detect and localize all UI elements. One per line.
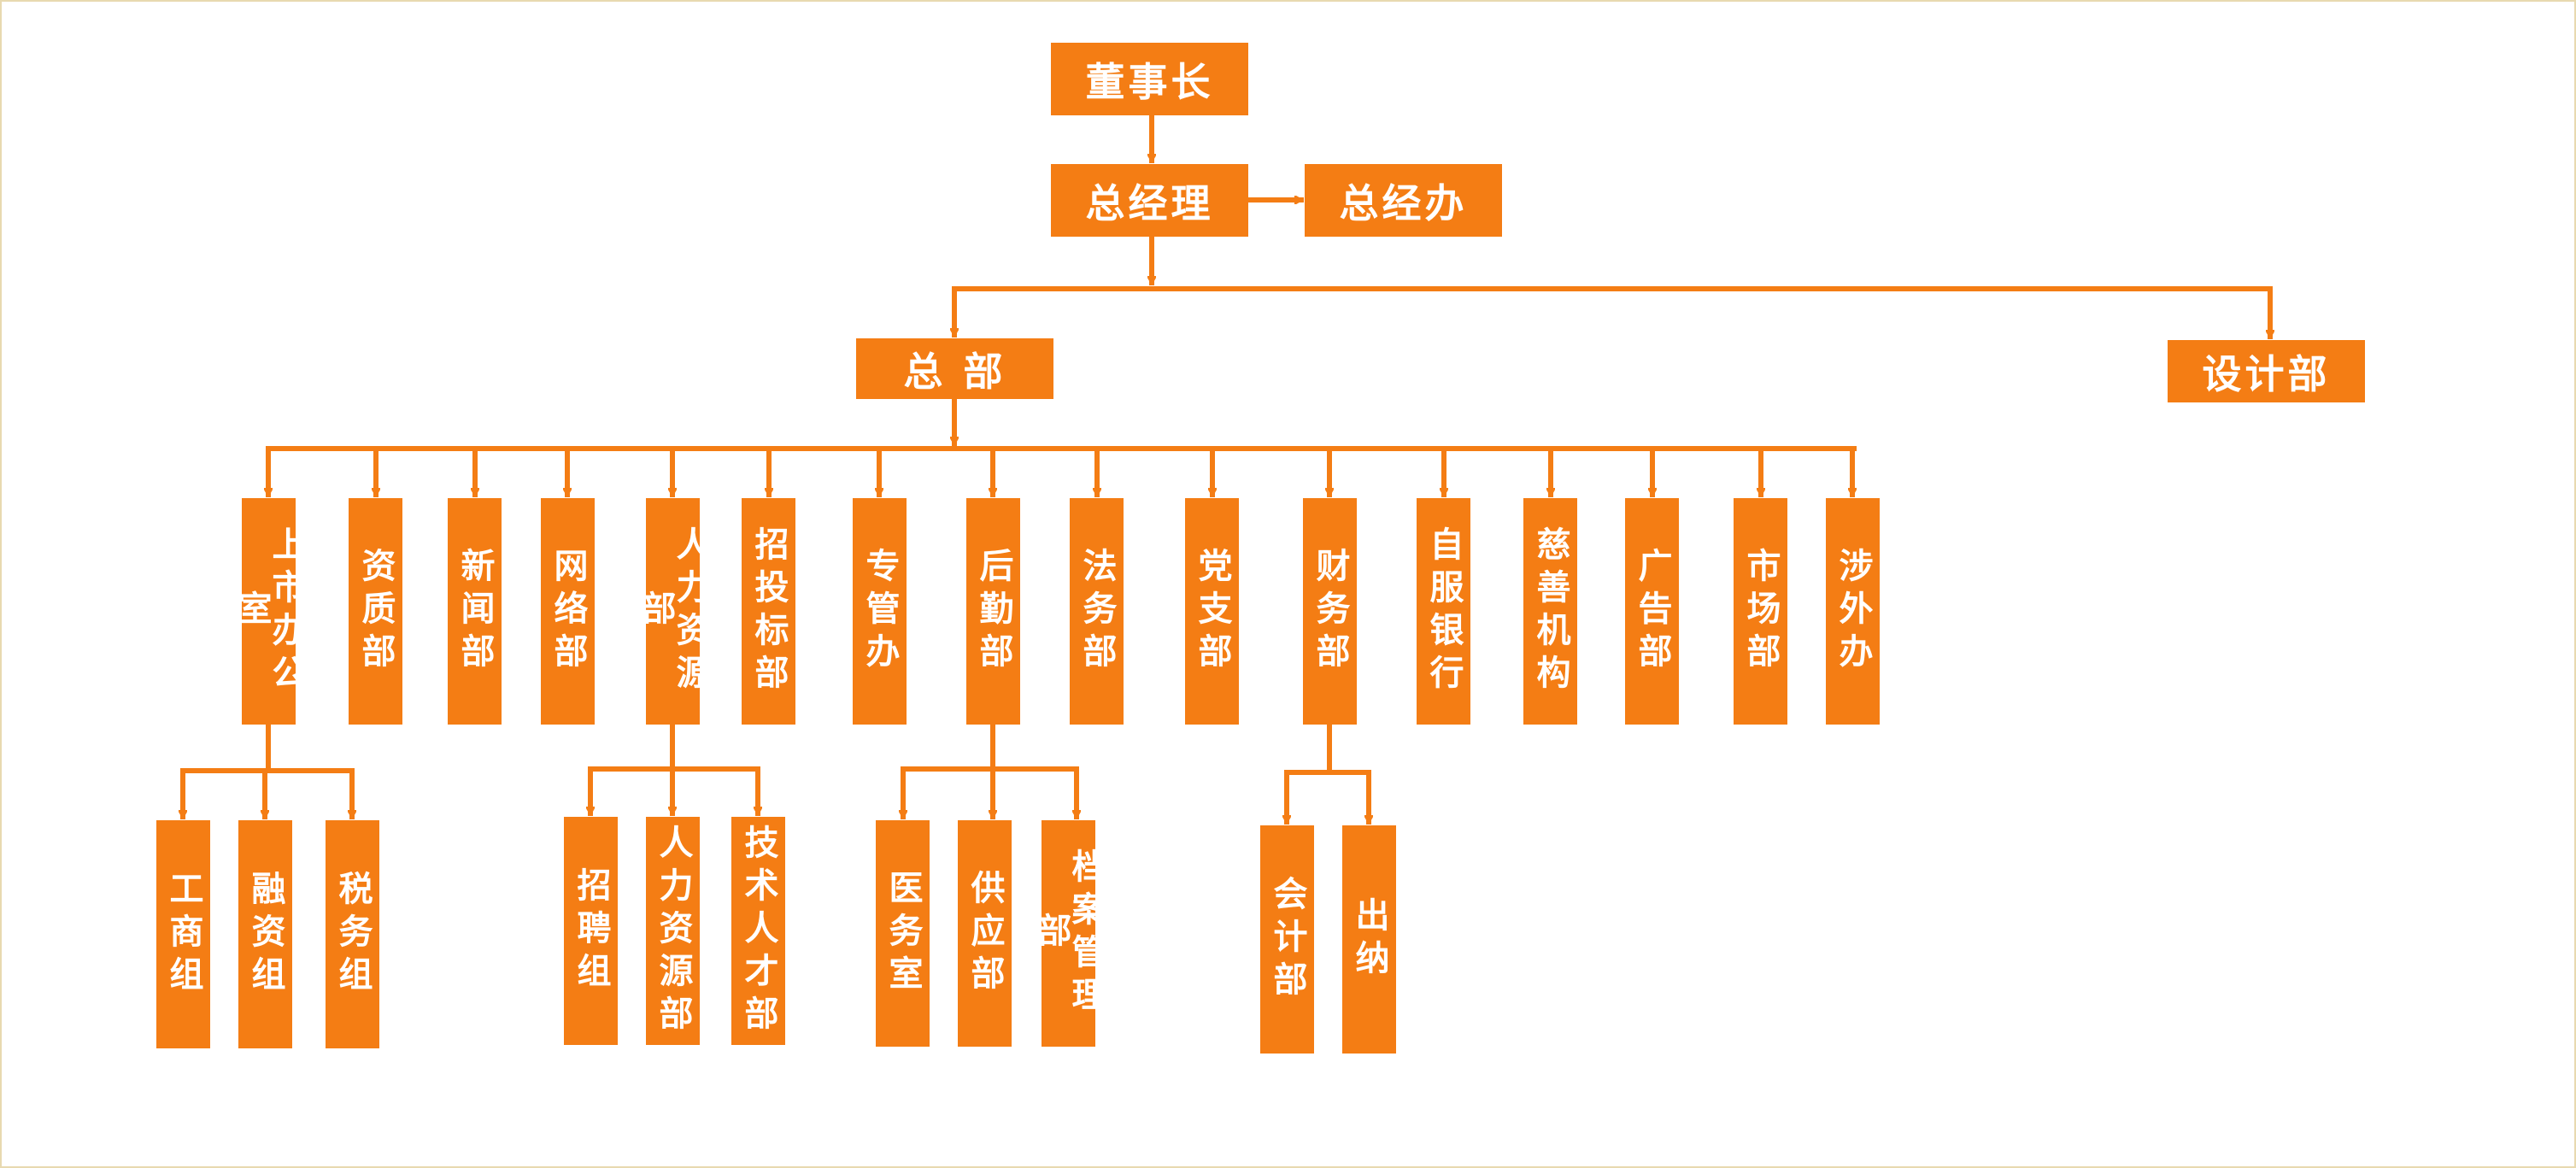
logistics-archives-label: 档案管理部 (1031, 848, 1106, 1019)
dept-market[interactable]: 市场部 (1734, 498, 1787, 725)
hr-technical-talent-label: 技术人才部 (738, 824, 778, 1038)
headquarters-label: 总 部 (903, 348, 1006, 395)
hr-recruitment[interactable]: 招聘组 (564, 817, 618, 1045)
dept-bidding-label: 招投标部 (748, 525, 789, 697)
logistics-archives[interactable]: 档案管理部 (1032, 820, 1106, 1047)
hr-recruitment-label: 招聘组 (571, 866, 611, 995)
dept-special-mgmt[interactable]: 专管办 (853, 498, 907, 725)
team-business-registration[interactable]: 工商组 (156, 820, 210, 1048)
connector-group (183, 113, 2270, 825)
dept-listing-office[interactable]: 上市办公室 (232, 498, 306, 725)
logistics-medical[interactable]: 医务室 (876, 820, 930, 1047)
dept-qualification[interactable]: 资质部 (349, 498, 402, 725)
gm-office-label: 总经办 (1339, 179, 1468, 226)
finance-cashier[interactable]: 出纳 (1342, 825, 1396, 1054)
chairman-box[interactable]: 董事长 (1051, 43, 1248, 115)
general-manager-box[interactable]: 总经理 (1051, 164, 1248, 237)
dept-news[interactable]: 新闻部 (448, 498, 502, 725)
design-dept-box[interactable]: 设计部 (2168, 340, 2365, 402)
dept-advertising-label: 广告部 (1632, 547, 1672, 676)
dept-advertising[interactable]: 广告部 (1625, 498, 1679, 725)
dept-bidding[interactable]: 招投标部 (742, 498, 795, 725)
dept-finance[interactable]: 财务部 (1303, 498, 1357, 725)
dept-qualification-label: 资质部 (355, 547, 396, 676)
dept-legal-label: 法务部 (1077, 547, 1117, 676)
team-financing-label: 融资组 (245, 870, 285, 999)
dept-foreign-affairs[interactable]: 涉外办 (1826, 498, 1880, 725)
chairman-label: 董事长 (1085, 58, 1214, 105)
dept-market-label: 市场部 (1740, 547, 1781, 676)
dept-listing-office-label: 上市办公室 (232, 525, 306, 697)
headquarters-box[interactable]: 总 部 (856, 338, 1053, 399)
dept-logistics[interactable]: 后勤部 (966, 498, 1020, 725)
team-business-registration-label: 工商组 (163, 870, 203, 999)
dept-logistics-label: 后勤部 (973, 547, 1013, 676)
dept-self-bank[interactable]: 自服银行 (1417, 498, 1470, 725)
dept-charity[interactable]: 慈善机构 (1523, 498, 1577, 725)
dept-finance-label: 财务部 (1310, 547, 1350, 676)
dept-hr-label: 人力资源部 (636, 525, 710, 697)
team-financing[interactable]: 融资组 (238, 820, 292, 1048)
dept-foreign-affairs-label: 涉外办 (1833, 547, 1873, 676)
logistics-medical-label: 医务室 (883, 869, 923, 998)
dept-special-mgmt-label: 专管办 (860, 547, 900, 676)
team-tax[interactable]: 税务组 (326, 820, 379, 1048)
dept-news-label: 新闻部 (455, 547, 495, 676)
design-dept-label: 设计部 (2202, 350, 2331, 397)
dept-network-label: 网络部 (548, 547, 588, 676)
logistics-supply[interactable]: 供应部 (958, 820, 1012, 1047)
dept-legal[interactable]: 法务部 (1070, 498, 1124, 725)
hr-technical-talent[interactable]: 技术人才部 (731, 817, 785, 1045)
dept-party-branch[interactable]: 党支部 (1185, 498, 1239, 725)
dept-network[interactable]: 网络部 (541, 498, 595, 725)
finance-cashier-label: 出纳 (1349, 896, 1389, 983)
dept-party-branch-label: 党支部 (1192, 547, 1232, 676)
dept-self-bank-label: 自服银行 (1423, 525, 1464, 697)
hr-resources[interactable]: 人力资源部 (646, 817, 700, 1045)
team-tax-label: 税务组 (332, 870, 373, 999)
finance-accounting[interactable]: 会计部 (1260, 825, 1314, 1054)
finance-accounting-label: 会计部 (1267, 875, 1307, 1004)
dept-hr[interactable]: 人力资源部 (637, 498, 710, 725)
dept-charity-label: 慈善机构 (1530, 525, 1570, 697)
gm-office-box[interactable]: 总经办 (1305, 164, 1502, 237)
general-manager-label: 总经理 (1085, 179, 1214, 226)
hr-resources-label: 人力资源部 (653, 824, 693, 1038)
logistics-supply-label: 供应部 (965, 869, 1005, 998)
